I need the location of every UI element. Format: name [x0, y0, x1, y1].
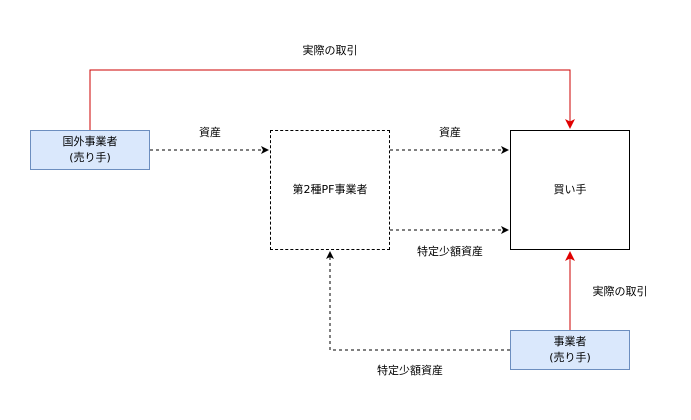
node-foreign-seller[interactable]: 国外事業者 (売り手) — [30, 130, 150, 170]
label-domestic-to-pf: 特定少額資産 — [377, 364, 443, 377]
node-buyer[interactable]: 買い手 — [510, 130, 630, 250]
label-pf-to-buyer-small: 特定少額資産 — [417, 245, 483, 258]
label-actual-trade-top: 実際の取引 — [302, 44, 358, 57]
node-domestic-seller[interactable]: 事業者 (売り手) — [510, 330, 630, 370]
label-foreign-to-pf: 資産 — [199, 126, 221, 139]
label-domestic-to-buyer: 実際の取引 — [592, 285, 648, 298]
edge-domestic-to-pf — [326, 251, 510, 351]
label-pf-to-buyer: 資産 — [439, 126, 461, 139]
edge-actual-trade-top — [89, 69, 575, 130]
node-platform-operator[interactable]: 第2種PF事業者 — [270, 130, 390, 250]
